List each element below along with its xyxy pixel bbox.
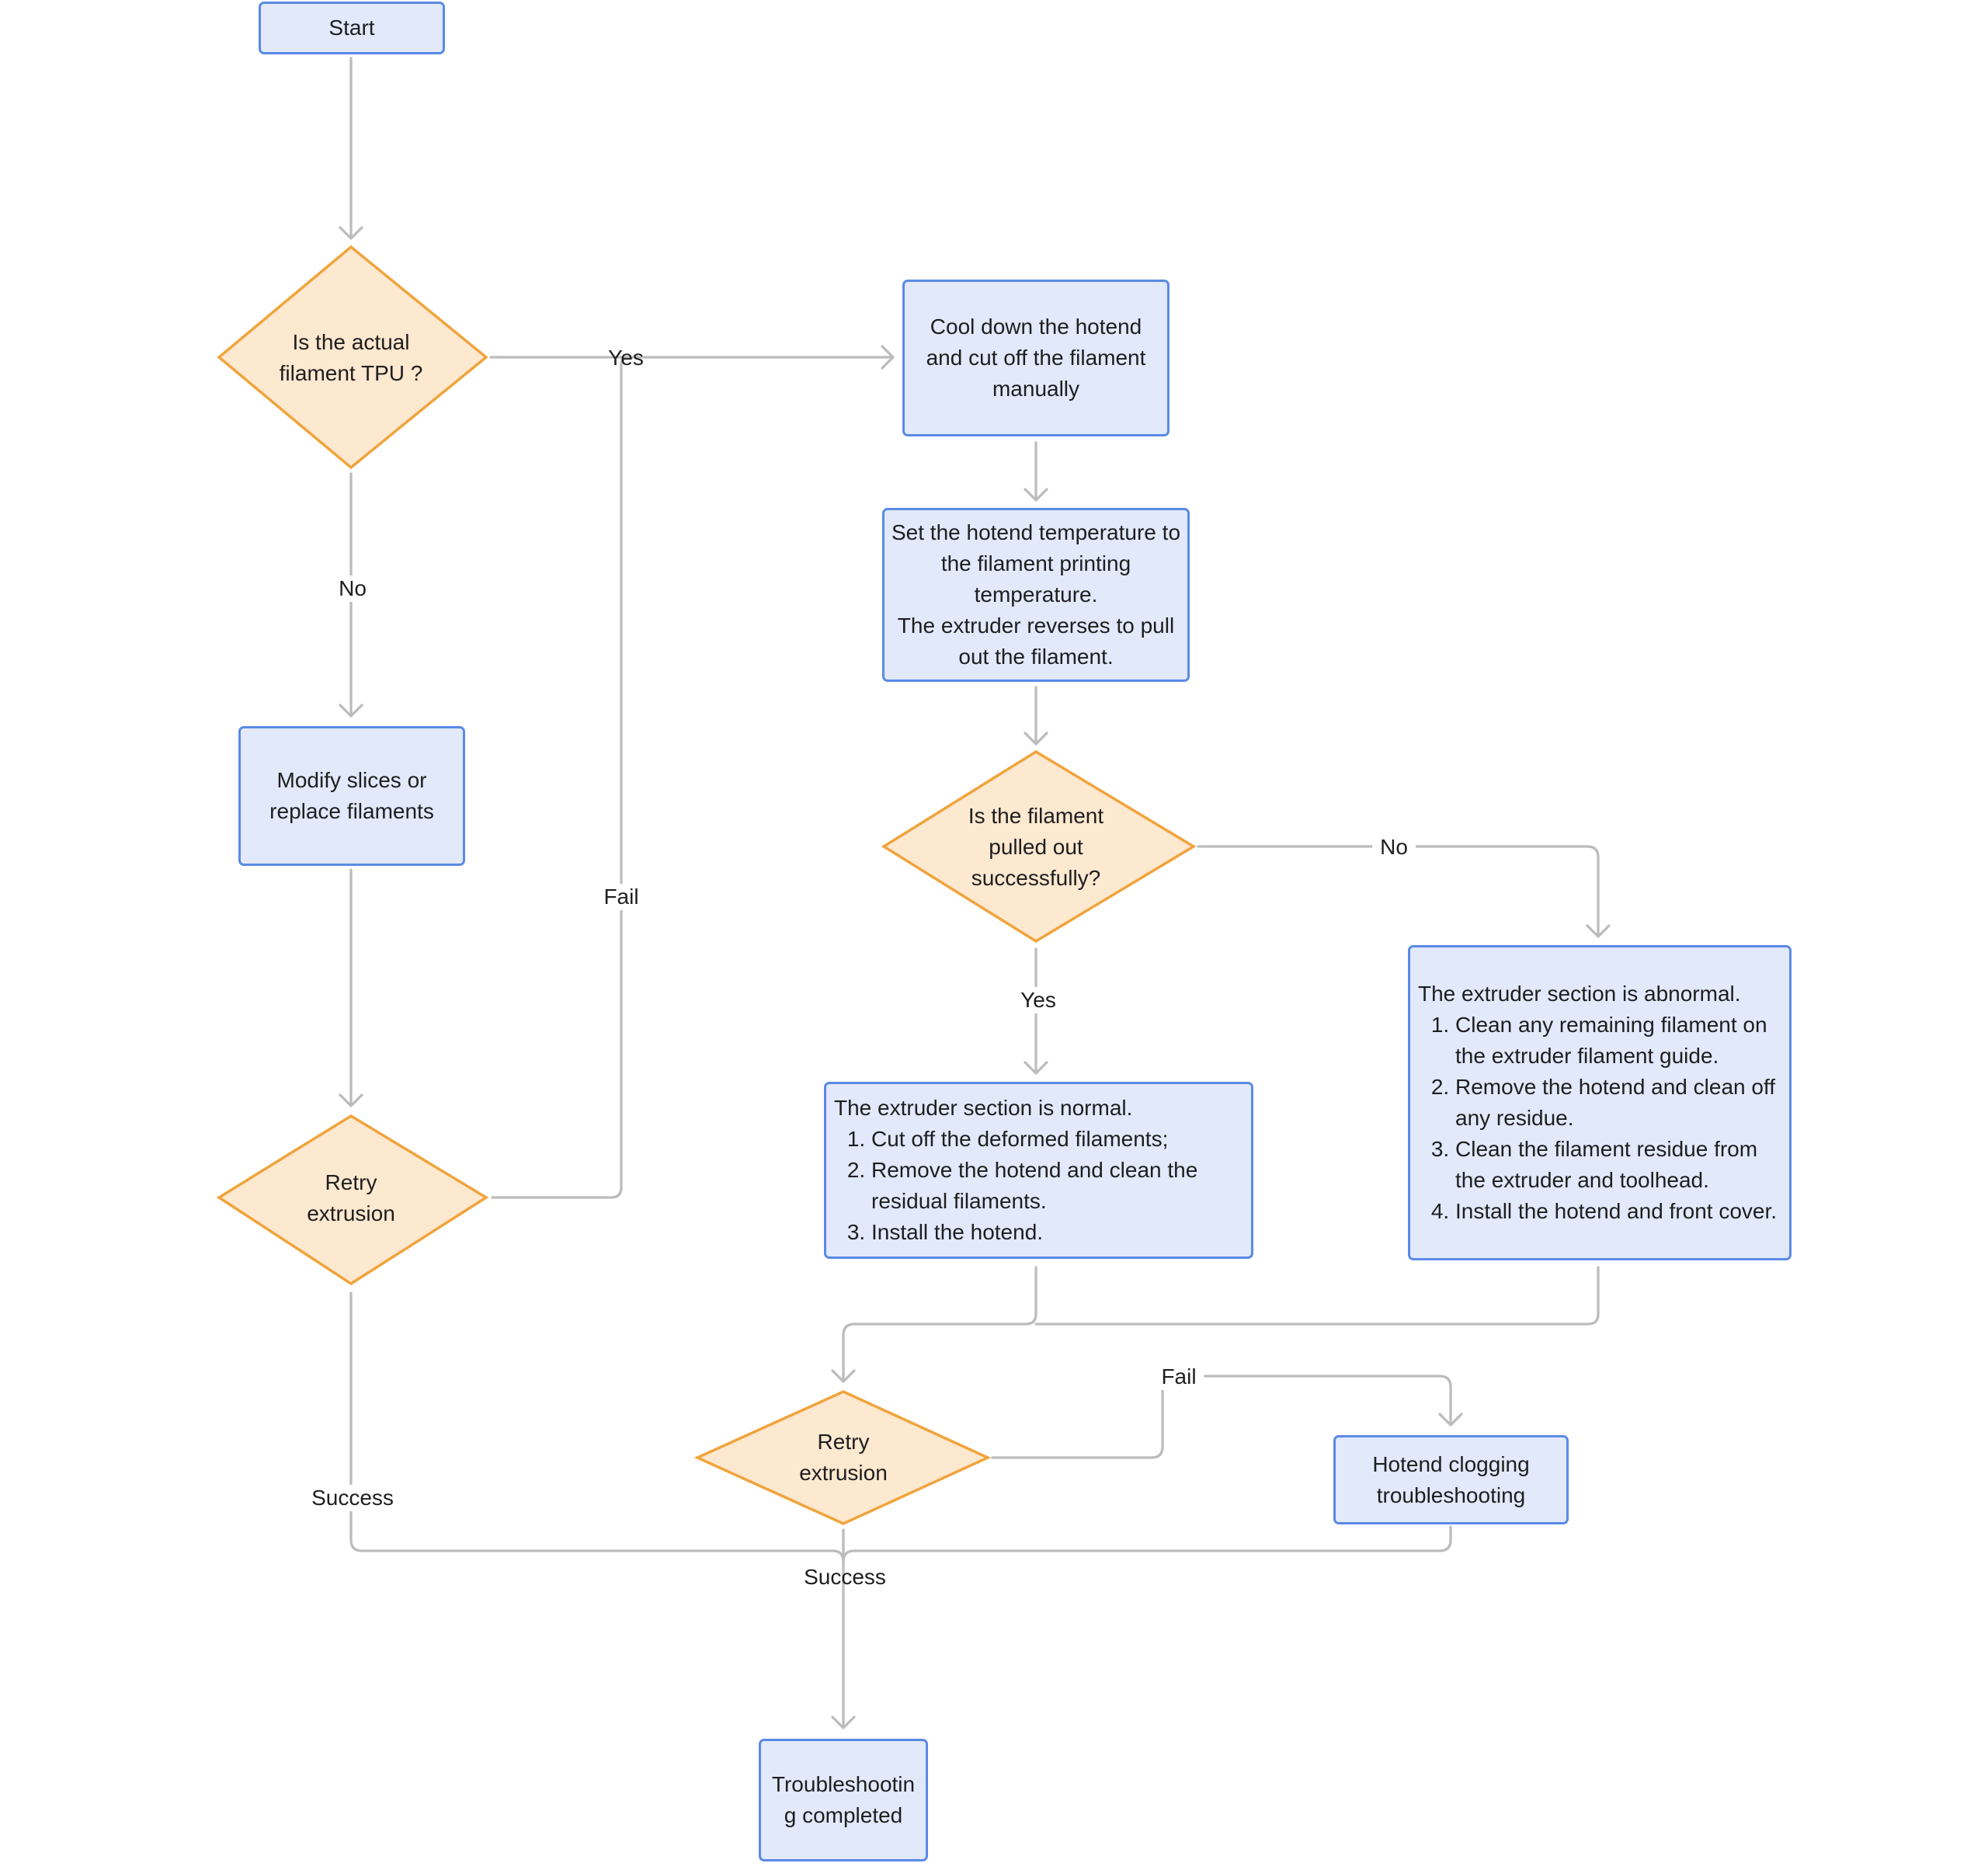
edge-normal-to-retry-arrow [831,1369,856,1383]
decision-shapes [216,245,1197,1525]
extruder-abnormal-step: Clean any remaining filament on the extr… [1455,1010,1781,1072]
set-temperature-label: Set the hotend temperature to the filame… [891,520,1181,669]
decision-tpu-label: Is the actual filament TPU ? [279,330,423,385]
extruder-abnormal-step: Remove the hotend and clean off any resi… [1455,1072,1781,1134]
extruder-normal-step: Cut off the deformed filaments; [871,1124,1243,1155]
set-temperature-node: Set the hotend temperature to the filame… [882,508,1190,682]
decision-retry-left-label: Retry extrusion [307,1170,395,1225]
edge-label-retry-left-success: Success [304,1485,401,1511]
edge-label-pulled-no: No [1372,834,1416,860]
cool-down-node: Cool down the hotend and cut off the fil… [902,280,1170,436]
decision-pulled-label: Is the filament pulled out successfully? [968,804,1104,890]
edge-normal-to-retry [842,1266,1037,1382]
edge-label-retry-left-fail: Fail [596,884,647,910]
edge-set-to-pulled-arrow [1024,732,1048,746]
modify-slices-node: Modify slices or replace filaments [238,726,465,866]
edge-clogging-to-complete [842,1525,1452,1563]
cool-down-label: Cool down the hotend and cut off the fil… [926,315,1146,401]
decision-pulled-shape [881,749,1197,944]
connectors [339,57,1611,1729]
edge-retry-left-fail [491,356,632,1199]
extruder-abnormal-node: The extruder section is abnormal. Clean … [1408,945,1792,1260]
edge-tpu-no-arrow [339,704,363,718]
edge-pulled-no [1197,845,1600,937]
edge-tpu-yes-arrow [881,345,895,370]
extruder-normal-step: Remove the hotend and clean the residual… [871,1155,1243,1217]
troubleshooting-completed-label: Troubleshooting completed [771,1772,916,1827]
extruder-abnormal-steps: Clean any remaining filament on the extr… [1418,1010,1781,1227]
decision-tpu-shape [217,245,488,470]
start-node: Start [259,2,445,54]
extruder-abnormal-step: Install the hotend and front cover. [1455,1196,1781,1227]
edge-label-pulled-yes: Yes [1013,987,1064,1013]
edge-abnormal-to-retry [1034,1266,1600,1326]
decision-retry-left-shape [216,1114,489,1286]
edge-pulled-yes-arrow [1024,1061,1048,1075]
edge-label-retry-center-success: Success [804,1565,886,1589]
hotend-clogging-node: Hotend clogging troubleshooting [1333,1435,1569,1524]
decision-retry-center-label: Retry extrusion [799,1430,888,1485]
edge-label-tpu-yes: Yes [608,346,644,370]
edge-pulled-no-arrow [1586,924,1611,938]
start-node-label: Start [328,16,375,40]
extruder-normal-node: The extruder section is normal. Cut off … [824,1082,1253,1259]
modify-slices-label: Modify slices or replace filaments [269,768,434,823]
edge-modify-to-retry-arrow [339,1093,363,1107]
troubleshooting-completed-node: Troubleshooting completed [759,1739,928,1861]
extruder-normal-step: Install the hotend. [871,1217,1243,1248]
edge-cool-to-set-arrow [1024,488,1048,502]
extruder-abnormal-title: The extruder section is abnormal. [1418,982,1741,1006]
extruder-abnormal-content: The extruder section is abnormal. Clean … [1418,978,1781,1227]
extruder-normal-title: The extruder section is normal. [834,1096,1133,1120]
extruder-normal-steps: Cut off the deformed filaments; Remove t… [834,1124,1243,1248]
edge-retry-center-fail-arrow [1438,1413,1463,1427]
edge-label-tpu-no: No [331,575,374,602]
edge-retry-center-success-arrow [831,1715,856,1729]
decision-retry-center-shape [693,1390,992,1525]
extruder-abnormal-step: Clean the filament residue from the extr… [1455,1134,1781,1196]
extruder-normal-content: The extruder section is normal. Cut off … [834,1093,1243,1248]
hotend-clogging-label: Hotend clogging troubleshooting [1372,1451,1530,1507]
edge-start-to-tpu-arrow [339,226,363,240]
edge-label-retry-center-fail: Fail [1153,1364,1204,1390]
